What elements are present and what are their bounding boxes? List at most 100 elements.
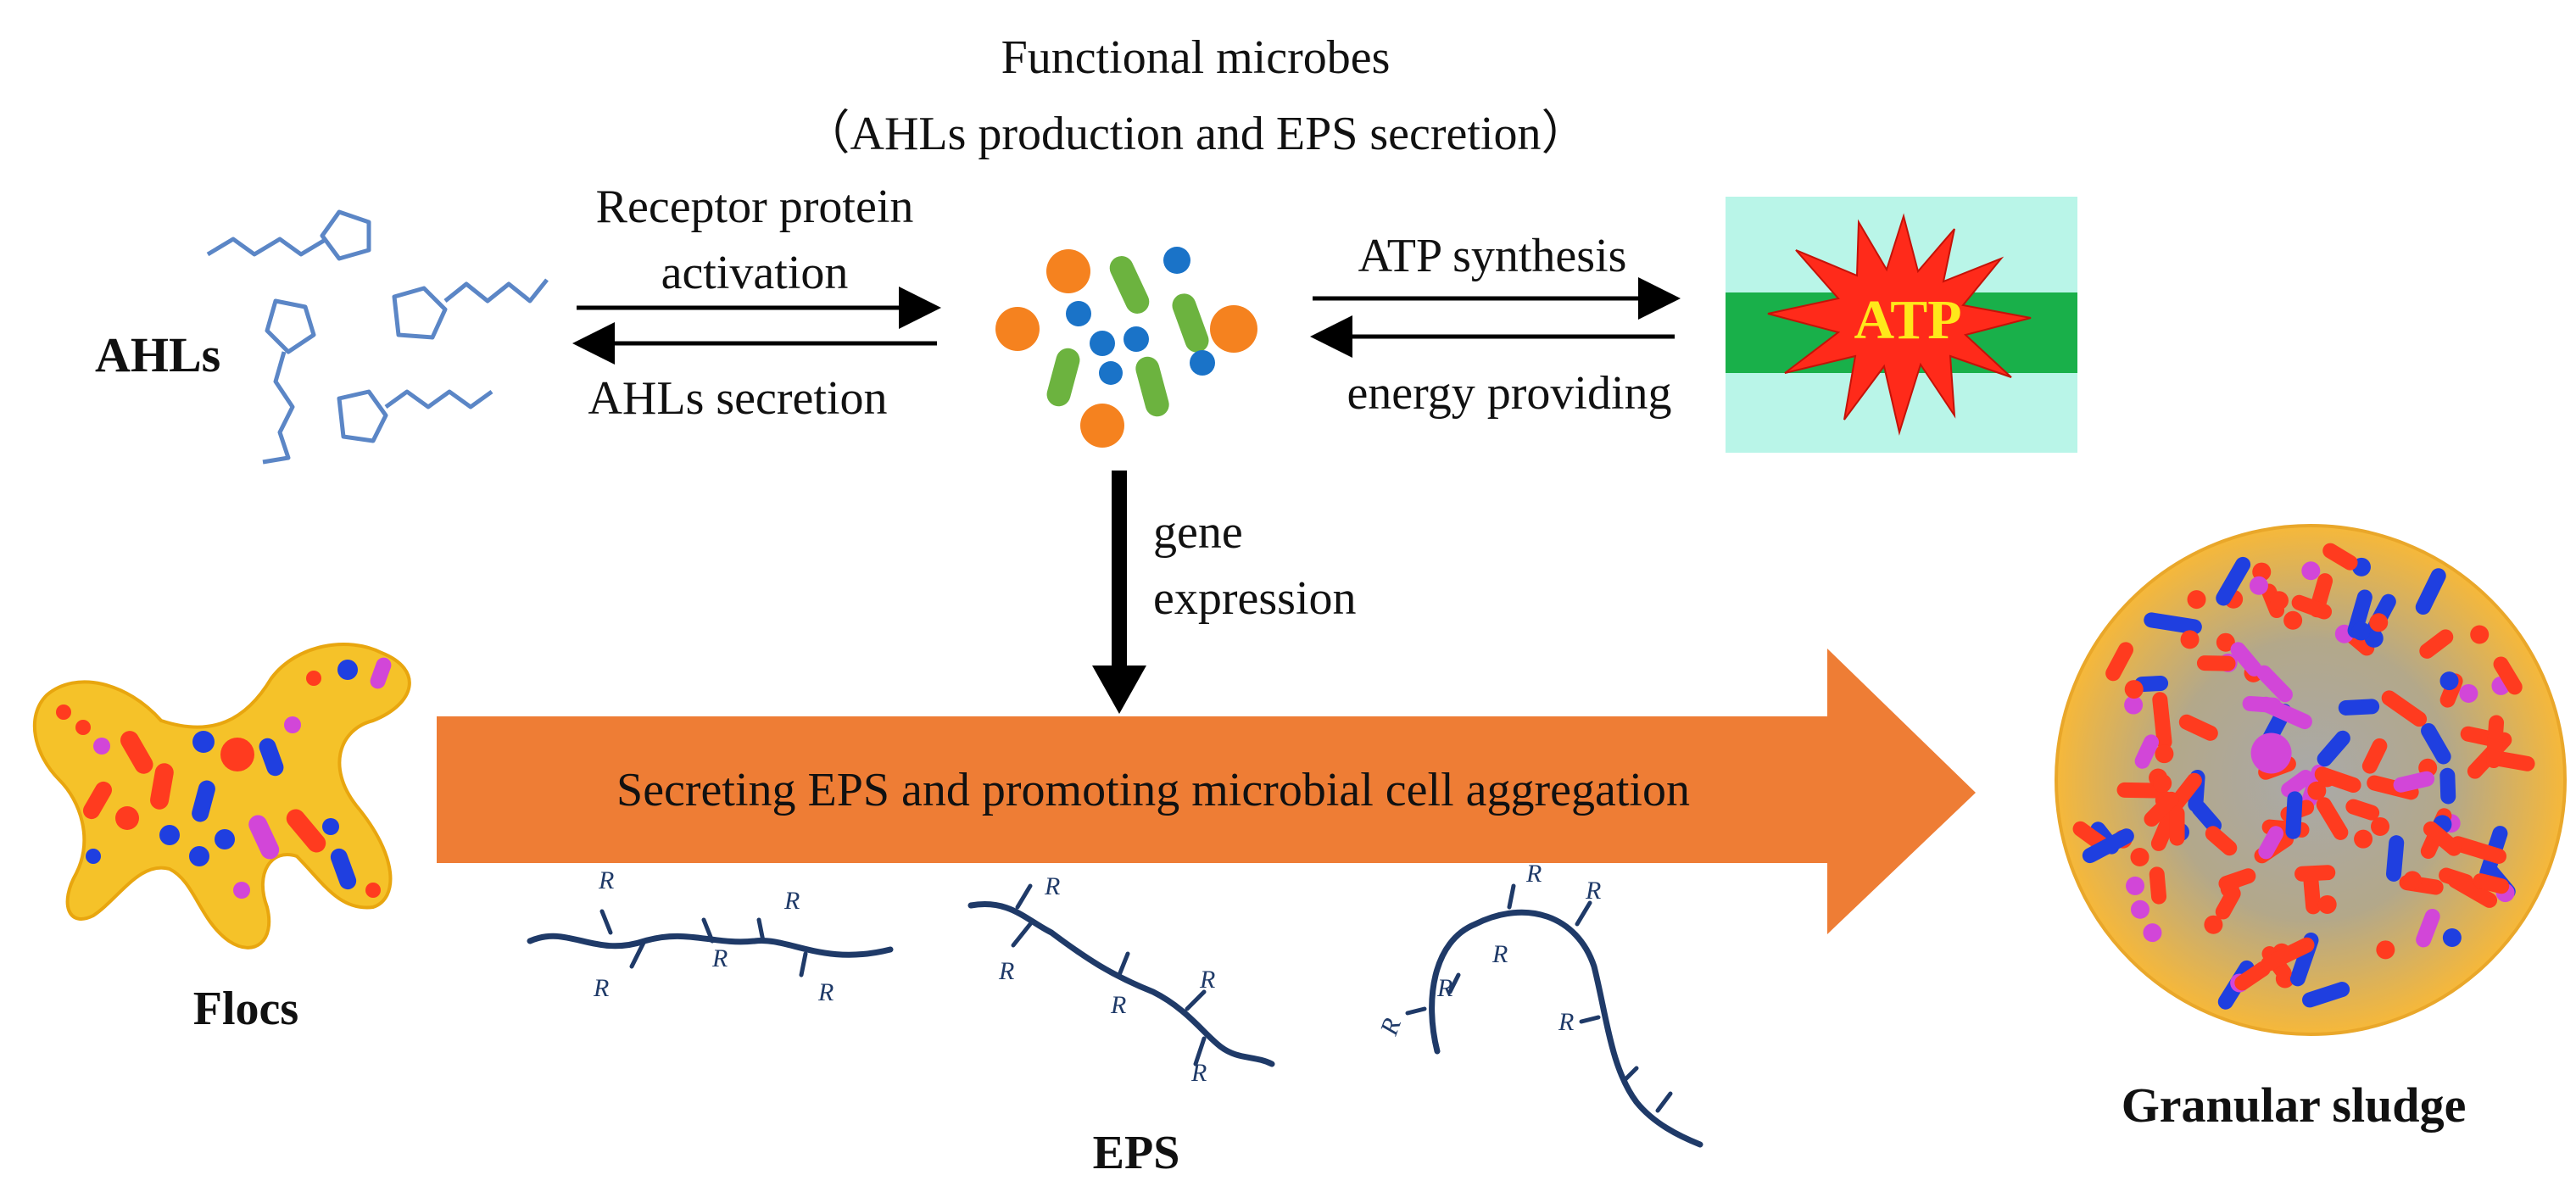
granular-rod-cell: [2196, 655, 2236, 671]
granular-rod-cell: [2447, 872, 2498, 908]
ahls-secretion-label: AHLs secretion: [588, 372, 888, 425]
granular-rod-cell: [2144, 791, 2179, 827]
granular-coccus-cell: [2301, 561, 2321, 581]
atp-synthesis-label: ATP synthesis: [1358, 230, 1627, 282]
granular-coccus-cell: [2180, 630, 2200, 649]
granular-rod-cell: [2345, 799, 2380, 821]
eps-chains: [527, 883, 1703, 1148]
granular-rod-cell: [2361, 738, 2388, 774]
svg-text:R: R: [1436, 974, 1452, 1002]
granular-rod-cell: [2134, 734, 2160, 769]
granular-rod-cell: [2423, 821, 2462, 856]
svg-text:R: R: [1110, 991, 1126, 1019]
granular-coccus-cell: [2204, 915, 2223, 934]
granular-rod-cell: [2216, 556, 2251, 606]
granular-coccus-cell: [2459, 683, 2478, 703]
granular-coccus-cell: [2439, 671, 2459, 691]
granular-rod-cell: [2386, 835, 2405, 882]
granular-coccus-cell: [2354, 829, 2373, 849]
granular-coccus-cell: [2155, 744, 2174, 764]
ahl-molecule-2: [262, 298, 316, 465]
svg-text:R: R: [817, 978, 834, 1006]
svg-text:R: R: [598, 866, 614, 894]
gene-expression-label-2: expression: [1153, 572, 1357, 625]
granular-coccus-cell: [2371, 816, 2390, 836]
flocs-shape: [32, 643, 411, 950]
granular-coccus-cell: [2124, 680, 2144, 699]
granular-rod-cell: [2082, 828, 2134, 864]
big-orange-arrow: [437, 649, 1976, 934]
eps-chain-2: [967, 901, 1275, 1067]
receptor-activation-label-2: activation: [661, 247, 849, 299]
granular-sludge-shape: [2055, 524, 2567, 1036]
atp-star-icon: [1767, 213, 2032, 436]
granular-rod-cell: [2294, 865, 2336, 882]
granular-rod-cell: [2439, 767, 2456, 805]
granular-rod-cell: [2261, 937, 2315, 972]
granular-coccus-cell: [2126, 876, 2145, 895]
granular-coccus-cell: [2403, 871, 2423, 890]
granular-coccus-cell: [2153, 773, 2172, 793]
granular-coccus-cell: [2376, 940, 2395, 960]
granular-rod-cell: [2473, 873, 2510, 894]
svg-text:R: R: [1374, 1015, 1407, 1039]
granular-rod-cell: [2205, 826, 2238, 856]
granular-rod-cell: [2338, 699, 2380, 716]
gene-expression-arrowhead: [1092, 666, 1146, 714]
gene-expression-label-1: gene: [1153, 506, 1243, 559]
granular-coccus-cell: [2307, 781, 2327, 800]
ahls-molecules: [206, 209, 549, 465]
eps-chain-3: [1429, 909, 1703, 1148]
granular-sludge-label: Granular sludge: [2121, 1078, 2467, 1133]
granular-rod-cell: [2281, 769, 2314, 798]
svg-text:R: R: [1558, 1008, 1574, 1036]
granular-rod-cell: [2105, 642, 2134, 682]
granular-rod-cell: [2381, 690, 2428, 727]
granular-coccus-cell: [2130, 848, 2149, 867]
granular-coccus-cell: [2470, 625, 2490, 644]
granular-rod-cell: [2493, 656, 2523, 695]
granular-rod-cell: [2230, 642, 2262, 677]
svg-text:R: R: [711, 944, 728, 972]
granular-rod-cell: [2256, 665, 2293, 703]
granular-rod-cell: [2302, 982, 2350, 1008]
granular-rod-cell: [2291, 594, 2333, 620]
granular-rod-cell: [2367, 775, 2419, 800]
svg-text:R: R: [1190, 1059, 1207, 1087]
granular-coccus-cell: [2187, 590, 2206, 610]
granular-coccus-cell: [2130, 899, 2149, 919]
granular-cells: [2072, 543, 2535, 1010]
diagram-subtitle: （AHLs production and EPS secretion）: [802, 108, 1589, 160]
diagram-title: Functional microbes: [1001, 31, 1391, 84]
svg-text:R: R: [593, 974, 609, 1002]
ahl-molecule-1: [206, 209, 371, 261]
granular-rod-cell: [2178, 714, 2218, 741]
svg-text:R: R: [1525, 860, 1542, 888]
eps-chain-1: [527, 933, 894, 958]
granular-rod-cell: [2144, 612, 2202, 635]
flocs-label: Flocs: [192, 983, 299, 1035]
granular-rod-cell: [2421, 722, 2451, 765]
eps-r-groups: R R R R R R R R R R R R R R R R: [593, 860, 1601, 1087]
granular-coccus-cell: [2143, 923, 2162, 943]
granular-rod-cell: [2393, 771, 2435, 793]
granular-rod-cell: [2152, 692, 2172, 750]
eps-label: EPS: [1092, 1127, 1180, 1179]
svg-text:R: R: [1044, 872, 1060, 900]
granular-coccus-cell: [2269, 591, 2289, 610]
granular-coccus-cell: [2124, 695, 2144, 715]
granular-rod-cell: [2218, 868, 2256, 892]
atp-badge-text: ATP: [1854, 289, 1962, 351]
granular-rod-cell: [2419, 629, 2454, 659]
granular-rod-cell: [2234, 961, 2271, 991]
granular-coccus-cell: [2283, 610, 2303, 630]
granular-rod-cell: [2317, 730, 2350, 767]
granular-rod-cell: [2149, 866, 2167, 905]
granular-coccus-cell: [2216, 632, 2235, 652]
energy-providing-label: energy providing: [1347, 367, 1672, 420]
granular-rod-cell: [2416, 909, 2440, 948]
microbe-cluster: [995, 247, 1257, 448]
ahl-molecule-3: [392, 278, 549, 340]
granular-coccus-cell: [2317, 894, 2337, 914]
